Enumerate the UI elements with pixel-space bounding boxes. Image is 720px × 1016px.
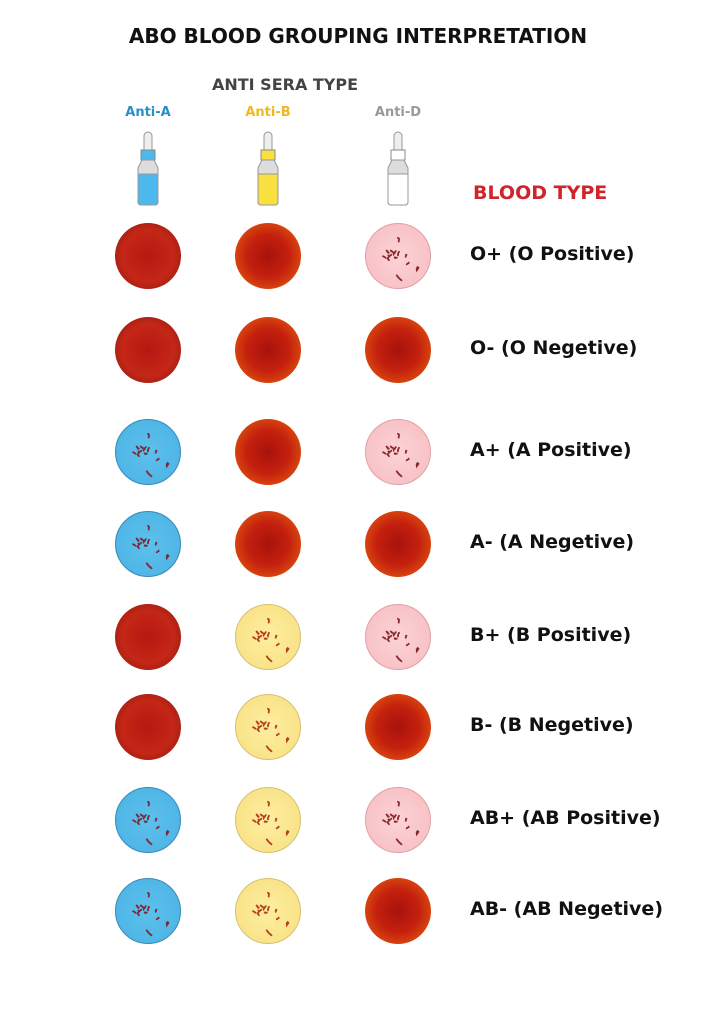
column-header-anti-b: Anti-B [245,105,291,120]
test-well-anti-b-red-glow [235,223,301,289]
test-well-anti-b-yellow-clumps [235,787,301,853]
dropper-bottle-icon [253,130,283,206]
test-well-anti-a-blue-clumps [115,787,181,853]
blood-type-label: AB- (AB Negetive) [470,898,663,920]
test-well-anti-a-red-ring [115,604,181,670]
test-well-anti-a-red-ring [115,223,181,289]
blood-type-label: B+ (B Positive) [470,624,632,646]
blood-type-label: O- (O Negetive) [470,337,638,359]
anti-sera-heading: ANTI SERA TYPE [211,75,359,94]
test-well-anti-d-pink-clumps [365,223,431,289]
blood-type-label: A+ (A Positive) [470,439,632,461]
blood-type-label: B- (B Negetive) [470,714,634,736]
test-well-anti-a-blue-clumps [115,419,181,485]
test-well-anti-d-red-glow [365,511,431,577]
test-well-anti-d-pink-clumps [365,604,431,670]
test-well-anti-a-blue-clumps [115,878,181,944]
blood-type-label: O+ (O Positive) [470,243,635,265]
test-well-anti-d-red-glow [365,878,431,944]
test-well-anti-a-blue-clumps [115,511,181,577]
blood-type-label: A- (A Negetive) [470,531,635,553]
test-well-anti-b-yellow-clumps [235,604,301,670]
test-well-anti-b-red-glow [235,419,301,485]
column-header-anti-a: Anti-A [125,105,171,120]
test-well-anti-b-red-glow [235,317,301,383]
test-well-anti-b-yellow-clumps [235,694,301,760]
dropper-bottle-icon [133,130,163,206]
blood-type-heading: BLOOD TYPE [473,182,608,204]
test-well-anti-b-red-glow [235,511,301,577]
dropper-bottle-icon [383,130,413,206]
page-title: ABO BLOOD GROUPING INTERPRETATION [128,24,588,48]
test-well-anti-d-red-glow [365,317,431,383]
test-well-anti-d-pink-clumps [365,419,431,485]
test-well-anti-a-red-ring [115,694,181,760]
test-well-anti-d-pink-clumps [365,787,431,853]
test-well-anti-b-yellow-clumps [235,878,301,944]
column-header-anti-d: Anti-D [374,105,422,120]
test-well-anti-a-red-ring [115,317,181,383]
blood-type-label: AB+ (AB Positive) [470,807,661,829]
test-well-anti-d-red-glow [365,694,431,760]
